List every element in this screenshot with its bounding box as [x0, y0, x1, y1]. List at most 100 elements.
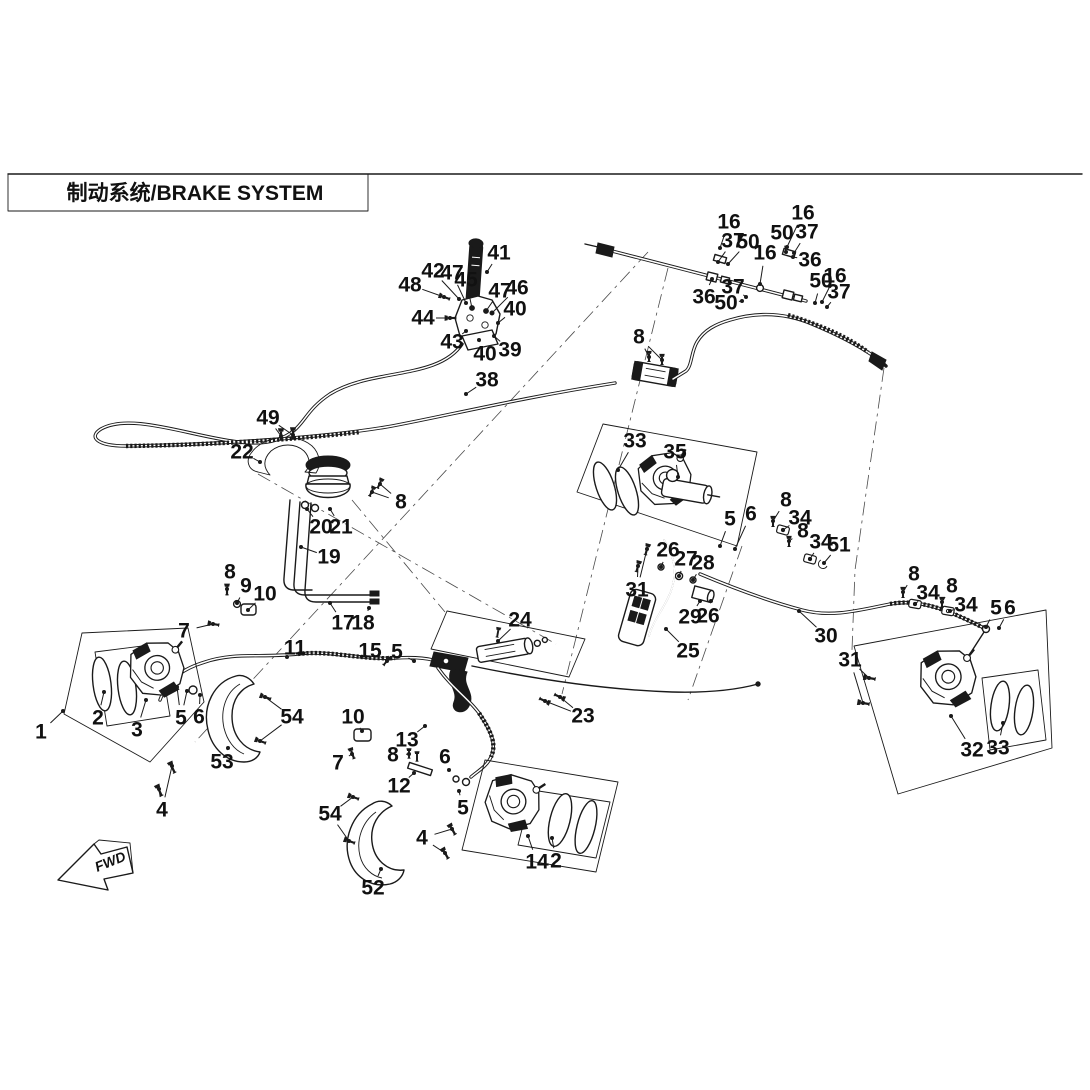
leader-line — [371, 491, 389, 499]
part-point — [940, 600, 944, 604]
title-box — [7, 173, 369, 212]
part-point — [263, 695, 267, 699]
part-label: 50 — [714, 292, 737, 315]
part-point — [457, 297, 461, 301]
leader-lines — [50, 224, 1005, 877]
part-label: 29 — [678, 606, 701, 629]
part-label: 5 — [724, 508, 736, 531]
part-label: 8 — [395, 491, 407, 514]
part-label: 2 — [92, 707, 104, 730]
part-point — [867, 676, 871, 680]
part-point — [948, 609, 952, 613]
part-point — [379, 867, 383, 871]
part-label: 34 — [809, 531, 833, 554]
page-title: 制动系统/BRAKE SYSTEM — [67, 181, 324, 205]
leader-line — [821, 287, 830, 303]
part-label: 17 — [331, 612, 354, 635]
manifold-24 — [429, 610, 586, 713]
part-point — [407, 752, 411, 756]
part-label: 16 — [823, 265, 846, 288]
part-point — [550, 836, 554, 840]
part-point — [412, 771, 416, 775]
part-point — [279, 434, 283, 438]
part-point — [328, 507, 332, 511]
bottom-hose-13 — [346, 654, 496, 787]
part-label: 49 — [256, 407, 279, 430]
part-label: 8 — [797, 520, 809, 543]
leader-line — [140, 699, 147, 718]
rear-hose-30 — [698, 514, 991, 661]
part-label: 20 — [309, 516, 332, 539]
part-point — [442, 295, 446, 299]
part-point — [787, 539, 791, 543]
part-label: 8 — [633, 326, 645, 349]
part-label: 40 — [503, 298, 526, 321]
part-point — [423, 724, 427, 728]
part-point — [901, 590, 905, 594]
part-label: 4 — [156, 799, 168, 822]
part-point — [492, 334, 496, 338]
part-label: 54 — [280, 706, 304, 729]
part-label: 42 — [421, 260, 444, 283]
part-label: 37 — [795, 221, 818, 244]
part-point — [235, 601, 239, 605]
header: 制动系统/BRAKE SYSTEM — [7, 173, 1083, 212]
part-label: 8 — [908, 563, 920, 586]
part-label: 5 — [990, 597, 1002, 620]
part-point — [660, 358, 664, 362]
part-point — [367, 606, 371, 610]
part-point — [285, 655, 289, 659]
leader-line — [665, 628, 680, 643]
part-label: 13 — [395, 729, 418, 752]
leader-line — [434, 828, 453, 835]
part-point — [647, 355, 651, 359]
leader-line — [196, 623, 214, 629]
part-point — [781, 528, 785, 532]
leader-line — [717, 251, 726, 263]
part-point — [949, 714, 953, 718]
part-label: 6 — [439, 746, 451, 769]
part-point — [808, 557, 812, 561]
brake-fluid-reservoir — [247, 426, 386, 513]
part-point — [822, 561, 826, 565]
part-label: 33 — [623, 430, 646, 453]
part-label: 16 — [753, 242, 776, 265]
leader-line — [798, 610, 817, 628]
rear-pipe-23 — [471, 665, 761, 707]
part-point — [485, 270, 489, 274]
part-label: 26 — [656, 539, 679, 562]
leader-line — [468, 292, 473, 309]
part-label: 38 — [475, 369, 499, 392]
part-point — [709, 599, 713, 603]
part-point — [825, 305, 829, 309]
part-point — [61, 709, 65, 713]
part-label: 47 — [440, 262, 463, 285]
leader-line — [491, 296, 509, 314]
part-label: 39 — [498, 339, 521, 362]
part-point — [448, 316, 452, 320]
part-label: 36 — [798, 249, 821, 272]
part-label: 50 — [736, 231, 759, 254]
part-point — [305, 507, 309, 511]
part-point — [385, 659, 389, 663]
part-point — [744, 295, 748, 299]
part-label: 51 — [827, 534, 851, 557]
part-label: 30 — [814, 625, 837, 648]
part-point — [450, 827, 454, 831]
part-label: 11 — [284, 637, 307, 660]
leader-line — [164, 765, 173, 798]
part-label: 10 — [253, 583, 276, 606]
part-label: 6 — [193, 706, 205, 729]
part-label: 34 — [916, 582, 940, 605]
part-label: 15 — [358, 640, 382, 663]
left-caliper-group — [63, 627, 273, 799]
part-label: 32 — [960, 739, 983, 762]
parking-cable-38 — [93, 342, 617, 449]
leader-line — [379, 483, 392, 494]
leader-line — [497, 628, 511, 642]
leader-line — [639, 548, 648, 578]
part-label: 47 — [488, 280, 511, 303]
leader-line — [50, 710, 64, 724]
part-point — [464, 329, 468, 333]
part-point — [784, 250, 788, 254]
